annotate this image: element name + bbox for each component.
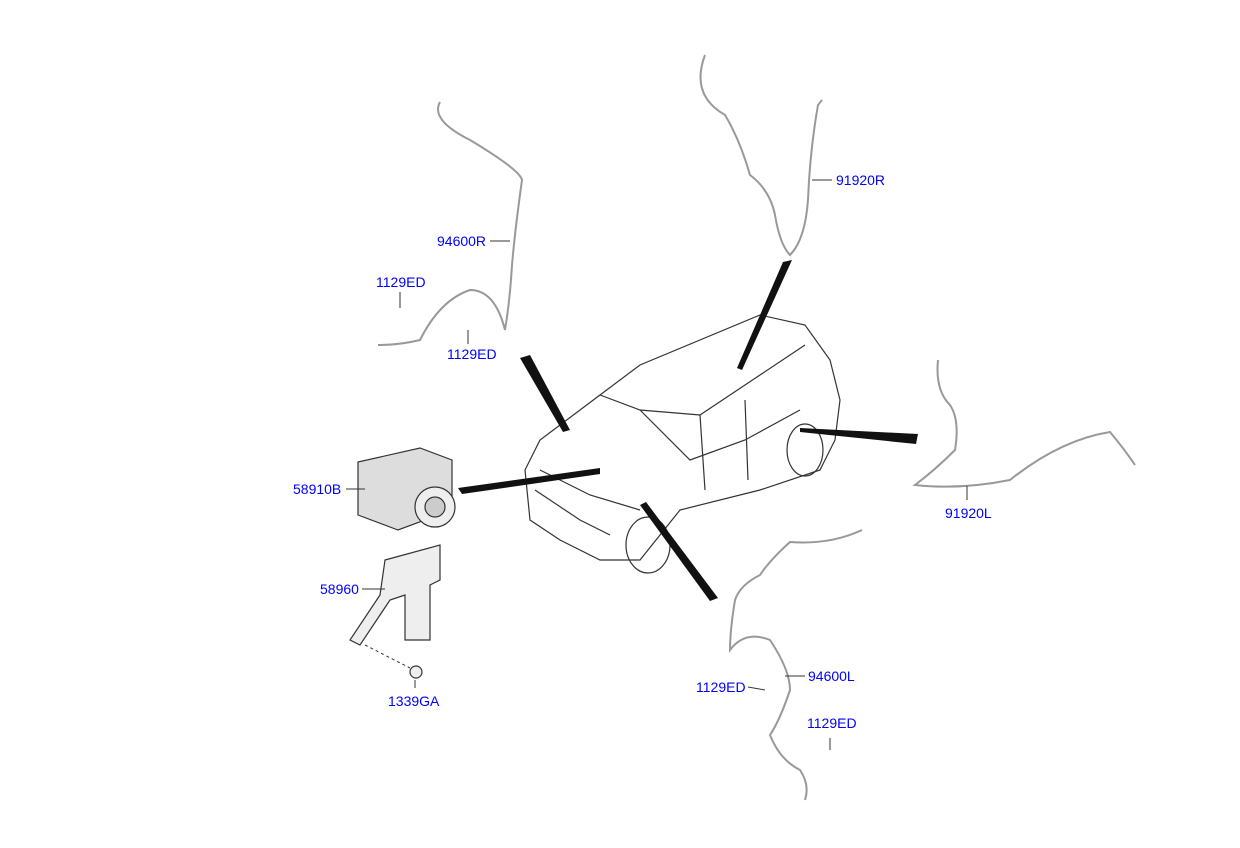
callout-1129ED[interactable]: 1129ED — [696, 679, 746, 695]
callout-1129ED[interactable]: 1129ED — [376, 274, 426, 290]
callout-1339GA[interactable]: 1339GA — [388, 693, 440, 709]
callout-91920L[interactable]: 91920L — [945, 505, 992, 521]
leader-lines — [346, 179, 968, 750]
sensor-wires — [377, 54, 1136, 801]
callout-1129ED[interactable]: 1129ED — [807, 715, 857, 731]
callout-1129ED[interactable]: 1129ED — [447, 346, 497, 362]
callout-94600R[interactable]: 94600R — [437, 233, 487, 249]
callout-91920R[interactable]: 91920R — [836, 172, 886, 188]
callout-94600L[interactable]: 94600L — [808, 668, 855, 684]
vehicle-outline — [524, 314, 841, 574]
callout-58910B[interactable]: 58910B — [293, 481, 342, 497]
abs-module — [357, 447, 456, 531]
pointer-wedges — [458, 260, 918, 601]
abs-bracket — [349, 544, 441, 679]
callout-58960[interactable]: 58960 — [320, 581, 359, 597]
